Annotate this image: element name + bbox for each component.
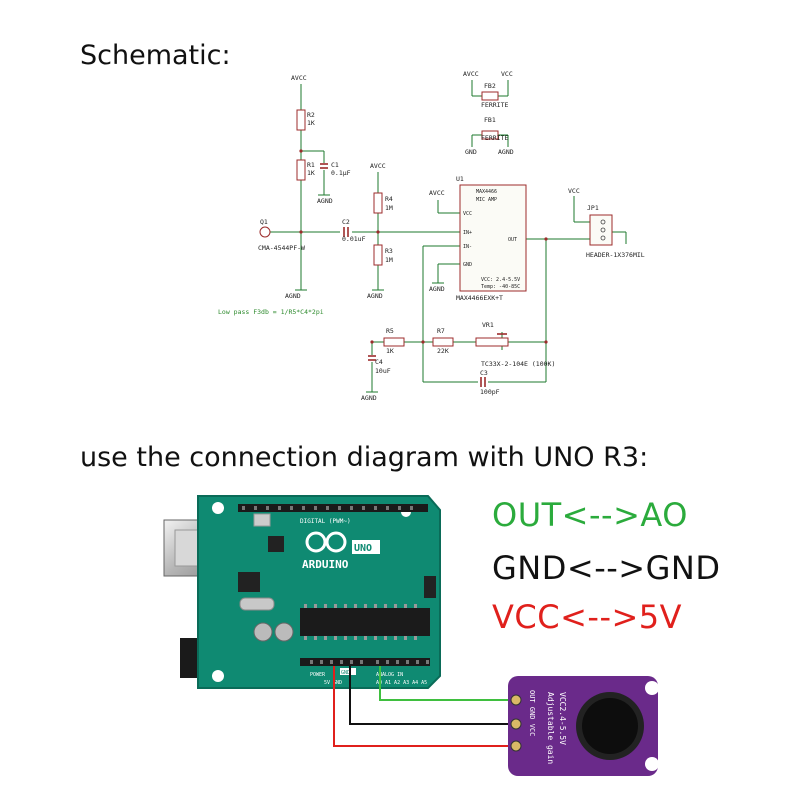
module-gain-text: Adjustable gain (546, 692, 555, 764)
microcontroller-chip (300, 608, 430, 636)
power-label: POWER (310, 672, 326, 678)
arduino-logo-icon (305, 531, 347, 553)
module-pin-labels: OUT GND VCC (528, 690, 536, 736)
ic-pin-vcc: VCC (463, 211, 472, 217)
jp1-ref: JP1 (587, 204, 599, 212)
vr1-ref: VR1 (482, 321, 494, 329)
ic-name: MAX4466 (476, 189, 497, 195)
out-to-a0-mapping: OUT<-->AO (492, 496, 688, 534)
arduino-logo-text: ARDUINO (302, 558, 349, 571)
u1-ref: U1 (456, 175, 464, 183)
r2-ref: R2 (307, 111, 315, 119)
avcc-label: AVCC (370, 162, 386, 170)
ic-pin-gnd: GND (463, 262, 472, 268)
c2-ref: C2 (342, 218, 350, 226)
fb1-ref: FB1 (484, 116, 496, 124)
r7-ref: R7 (437, 327, 445, 335)
ic-pin-out: OUT (508, 237, 517, 243)
fb1-type: FERRITE (481, 134, 508, 142)
analog-pin-labels: A0 A1 A2 A3 A4 A5 (376, 680, 427, 686)
ic-part-number: MAX4466EXK+T (456, 294, 503, 302)
ic-function: MIC AMP (476, 197, 497, 203)
r5-value: 1K (386, 347, 394, 355)
vcc-to-5v-mapping: VCC<-->5V (492, 598, 683, 636)
schematic-heading: Schematic: (80, 40, 231, 71)
q1-ref: Q1 (260, 218, 268, 226)
avcc-label: AVCC (429, 189, 445, 197)
c2-value: 0.01uF (342, 235, 366, 243)
r7-value: 22K (437, 347, 449, 355)
agnd-label: AGND (429, 285, 445, 293)
r4-ref: R4 (385, 195, 393, 203)
wire-vcc-5v (333, 666, 510, 747)
digital-label: DIGITAL (PWM~) (300, 518, 351, 525)
c1-ref: C1 (331, 161, 339, 169)
ic-temp-note: Temp: -40-85C (481, 284, 520, 290)
header-part: HEADER-1X376MIL (586, 251, 645, 259)
schematic-diagram: AVCC R2 1K R1 1K C1 0.1μF AGND Q1 CMA-45… (218, 70, 645, 402)
r1-ref: R1 (307, 161, 315, 169)
vr1-part: TC33X-2-104E (100K) (481, 360, 555, 368)
c3-value: 100pF (480, 388, 500, 396)
lowpass-note: Low pass F3db = 1/R5*C4*2pi (218, 308, 324, 316)
ic-pin-in-plus: IN+ (463, 230, 472, 236)
agnd-label: AGND (361, 394, 377, 402)
vcc-label: VCC (568, 187, 580, 195)
vcc-label: VCC (501, 70, 513, 78)
r3-value: 1M (385, 256, 393, 264)
module-voltage-text: VCC2.4-5.5V (558, 692, 567, 745)
c1-value: 0.1μF (331, 169, 351, 177)
agnd-label: AGND (317, 197, 333, 205)
r1-value: 1K (307, 169, 315, 177)
wire-gnd (349, 666, 510, 725)
r3-ref: R3 (385, 247, 393, 255)
arduino-board: ARDUINO UNO DIGITAL (PWM~) POWER ANALOG … (197, 495, 441, 689)
max4466-mic-module: OUT GND VCC VCC2.4-5.5V Adjustable gain (508, 676, 659, 776)
r5-ref: R5 (386, 327, 394, 335)
gnd-to-gnd-mapping: GND<-->GND (492, 549, 721, 587)
agnd-label: AGND (498, 148, 514, 156)
agnd-label: AGND (367, 292, 383, 300)
wire-out-a0 (379, 666, 510, 701)
fb2-ref: FB2 (484, 82, 496, 90)
ic-pin-in-minus: IN- (463, 244, 472, 250)
c3-ref: C3 (480, 369, 488, 377)
uno-badge: UNO (354, 543, 372, 554)
r4-value: 1M (385, 204, 393, 212)
analog-label: ANALOG IN (376, 672, 403, 678)
uno-connection-diagram: ARDUINO UNO DIGITAL (PWM~) POWER ANALOG … (163, 495, 659, 776)
r2-value: 1K (307, 119, 315, 127)
agnd-label: AGND (285, 292, 301, 300)
avcc-label: AVCC (463, 70, 479, 78)
ic-vcc-note: VCC: 2.4-5.5V (481, 277, 520, 283)
q1-part: CMA-4544PF-W (258, 244, 305, 252)
wires (333, 666, 510, 747)
connection-heading: use the connection diagram with UNO R3: (80, 442, 649, 473)
avcc-label: AVCC (291, 74, 307, 82)
fb2-type: FERRITE (481, 101, 508, 109)
gnd-label: GND (465, 148, 477, 156)
c4-value: 10uF (375, 367, 391, 375)
gnd-highlight-label: GND (341, 670, 350, 676)
c4-ref: C4 (375, 358, 383, 366)
